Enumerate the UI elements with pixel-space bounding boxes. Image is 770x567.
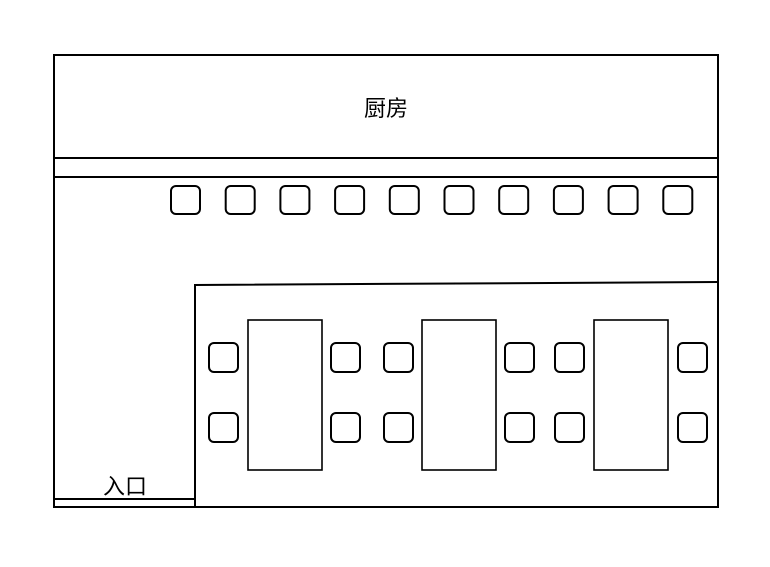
table-group [554, 319, 708, 471]
chair [208, 342, 239, 373]
counter-stool [170, 185, 201, 215]
chair [677, 342, 708, 373]
chair [330, 412, 361, 443]
table-group [383, 319, 535, 471]
counter-stool [607, 185, 639, 215]
chair [554, 412, 585, 443]
chair [208, 412, 239, 443]
dining-table [593, 319, 669, 471]
counter-stool [552, 185, 584, 215]
chair [383, 412, 414, 443]
dining-table [247, 319, 323, 471]
chair [554, 342, 585, 373]
entrance-label: 入口 [103, 475, 147, 500]
counter-stool [334, 185, 366, 215]
chair [330, 342, 361, 373]
counter-stool [279, 185, 311, 215]
dining-tables [208, 319, 708, 471]
kitchen-label: 厨房 [364, 97, 408, 122]
chair [677, 412, 708, 443]
counter-stool [498, 185, 530, 215]
chair [504, 342, 535, 373]
counter-stool [388, 185, 420, 215]
counter-stool [662, 185, 694, 215]
outer-wall [53, 54, 719, 508]
counter-stool [224, 185, 256, 215]
chair [383, 342, 414, 373]
table-group [208, 319, 361, 471]
counter-stool [443, 185, 475, 215]
chair [504, 412, 535, 443]
dining-area-wall [194, 281, 719, 507]
dining-table [421, 319, 497, 471]
counter-stools [170, 185, 694, 215]
